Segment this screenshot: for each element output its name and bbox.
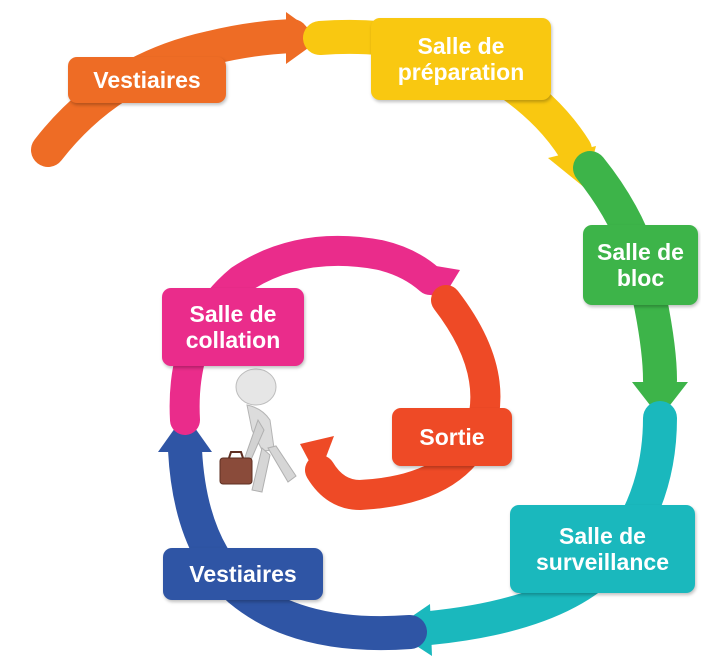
step-preparation-line2: préparation bbox=[397, 59, 525, 85]
step-sortie: Sortie bbox=[392, 408, 512, 466]
step-collation-line2: collation bbox=[185, 327, 281, 353]
step-preparation-line1: Salle de bbox=[417, 33, 505, 59]
step-sortie-label: Sortie bbox=[419, 424, 485, 450]
step-salle-de-preparation: Salle de préparation bbox=[371, 18, 551, 100]
arrowhead-green bbox=[632, 382, 688, 418]
step-bloc-line1: Salle de bbox=[597, 239, 684, 265]
step-vestiaires-start-label: Vestiaires bbox=[93, 67, 201, 93]
arrowhead-pink bbox=[412, 262, 460, 306]
step-salle-de-bloc: Salle de bloc bbox=[583, 225, 698, 305]
step-vestiaires-end: Vestiaires bbox=[163, 548, 323, 600]
step-vestiaires-start: Vestiaires bbox=[68, 57, 226, 103]
step-collation-line1: Salle de bbox=[189, 301, 277, 327]
arrow-vestiaires-arc bbox=[168, 433, 427, 651]
arrowhead-red bbox=[300, 436, 334, 478]
step-surveillance-line1: Salle de bbox=[559, 523, 646, 549]
step-salle-de-surveillance: Salle de surveillance bbox=[510, 505, 695, 593]
step-salle-de-collation: Salle de collation bbox=[162, 288, 304, 366]
step-surveillance-line2: surveillance bbox=[536, 549, 669, 575]
arrow-vestiaires-to-preparation bbox=[31, 19, 309, 167]
step-vestiaires-end-label: Vestiaires bbox=[189, 561, 297, 587]
step-bloc-line2: bloc bbox=[616, 265, 665, 291]
walking-person-with-briefcase-icon bbox=[219, 368, 297, 493]
